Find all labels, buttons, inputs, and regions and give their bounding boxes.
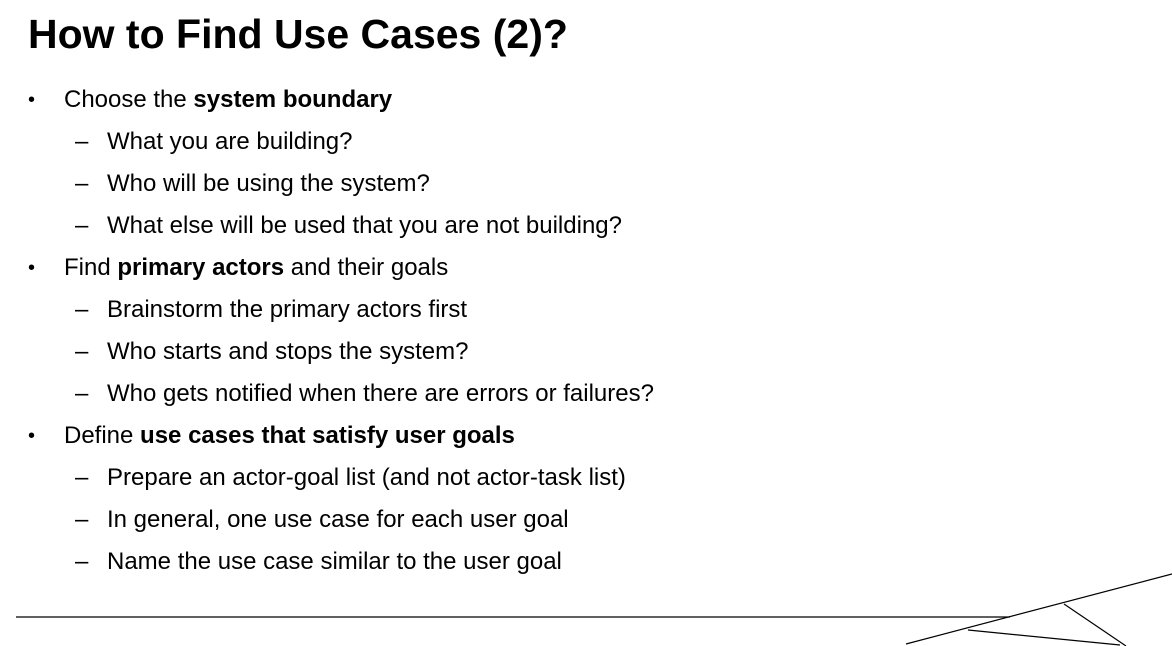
sub-marker: – (75, 212, 89, 239)
bullet-list: • Choose the system boundary – What you … (0, 79, 1172, 583)
bullet-item-use-cases: • Define use cases that satisfy user goa… (0, 415, 1172, 457)
bullet-item-primary-actors: • Find primary actors and their goals (0, 247, 1172, 289)
decor-edge-line (1063, 603, 1127, 646)
bullet-text: Define use cases that satisfy user goals (64, 415, 515, 457)
sub-item-text: Name the use case similar to the user go… (107, 548, 562, 575)
sub-marker: – (75, 506, 89, 533)
slide-title: How to Find Use Cases (2)? (28, 11, 568, 57)
bullet-marker: • (28, 89, 36, 111)
decor-base-line (967, 629, 1121, 646)
sub-item-text: Who gets notified when there are errors … (107, 380, 654, 407)
sub-item: – What you are building? (0, 121, 1172, 163)
sub-item-text: Who starts and stops the system? (107, 338, 469, 365)
sub-item: – Who starts and stops the system? (0, 331, 1172, 373)
sub-item-text: What else will be used that you are not … (107, 212, 622, 239)
bullet-marker: • (28, 425, 36, 447)
sub-marker: – (75, 548, 89, 575)
bullet-text: Find primary actors and their goals (64, 247, 448, 289)
sub-item-text: Prepare an actor-goal list (and not acto… (107, 464, 626, 491)
sub-item: – In general, one use case for each user… (0, 499, 1172, 541)
bullet-marker: • (28, 257, 36, 279)
sub-marker: – (75, 380, 89, 407)
bullet-text-bold: system boundary (193, 86, 393, 113)
sub-marker: – (75, 338, 89, 365)
bullet-text-pre: Define (64, 422, 141, 449)
sub-marker: – (75, 128, 89, 155)
bullet-text-pre: Find (64, 254, 118, 281)
bullet-text-bold: use cases that satisfy user goals (140, 422, 515, 449)
bullet-text: Choose the system boundary (64, 79, 392, 121)
sub-item: – Who will be using the system? (0, 163, 1172, 205)
sub-marker: – (75, 464, 89, 491)
sub-item: – Name the use case similar to the user … (0, 541, 1172, 583)
sub-item: – What else will be used that you are no… (0, 205, 1172, 247)
sub-item-text: What you are building? (107, 128, 353, 155)
sub-item: – Prepare an actor-goal list (and not ac… (0, 457, 1172, 499)
sub-item: – Who gets notified when there are error… (0, 373, 1172, 415)
bullet-item-system-boundary: • Choose the system boundary (0, 79, 1172, 121)
sub-item-text: Who will be using the system? (107, 170, 430, 197)
sub-marker: – (75, 170, 89, 197)
bullet-text-bold: primary actors (117, 254, 285, 281)
sub-item-text: Brainstorm the primary actors first (107, 296, 468, 323)
bullet-text-post: and their goals (284, 254, 449, 281)
sub-marker: – (75, 296, 89, 323)
bullet-text-pre: Choose the (64, 86, 194, 113)
decor-diagonal-line (905, 573, 1172, 645)
sub-item: – Brainstorm the primary actors first (0, 289, 1172, 331)
sub-item-text: In general, one use case for each user g… (107, 506, 569, 533)
